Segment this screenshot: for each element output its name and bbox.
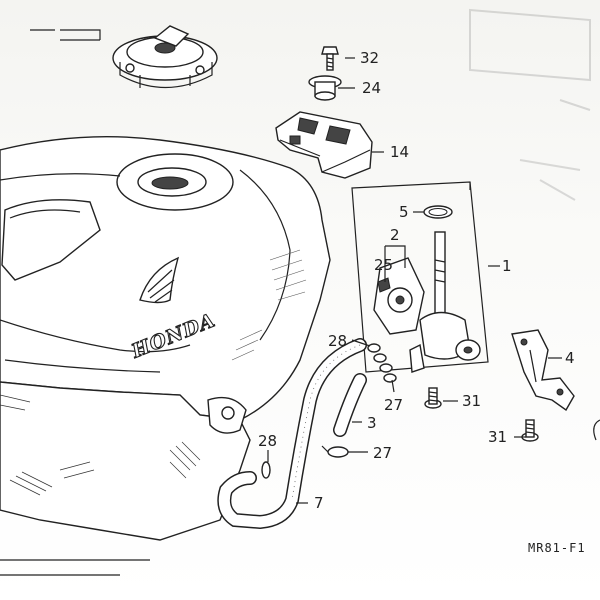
callout-14: 14 [390,143,409,161]
callout-3: 3 [367,414,377,432]
callout-32: 32 [360,49,379,67]
clip-28-lower [261,461,271,479]
hose-7 [217,338,367,530]
callout-7: 7 [314,494,324,512]
bolt-32 [321,46,339,71]
leader-lines [60,29,562,504]
fuel-valve-1 [373,231,481,373]
bolt-31-valve [424,387,442,409]
bracket-14 [275,111,373,179]
fuel-cap-assembly [30,25,218,88]
callout-5: 5 [399,203,409,221]
callout-24: 24 [362,79,381,97]
edge-part-fragment [593,419,600,441]
oring-5 [423,205,453,219]
bolt-31-bracket [521,419,539,442]
clip-27-lower [321,445,349,458]
callout-1: 1 [502,257,512,275]
fuel-tank [0,135,331,576]
callout-28-lower: 28 [258,432,277,450]
hose-3 [333,373,367,437]
callout-27-lower: 27 [373,444,392,462]
callout-31-bracket: 31 [488,428,507,446]
callout-28-upper: 28 [328,332,347,350]
callout-27-upper: 27 [384,396,403,414]
collar-24 [308,75,342,101]
bleed-through-marks [469,8,591,201]
hose-clips-upper [367,343,397,383]
callout-25: 25 [374,256,393,274]
bracket-4 [511,329,575,412]
callout-4: 4 [565,349,575,367]
wing-emblem [139,256,180,304]
callout-31-valve: 31 [462,392,481,410]
fuel-valve-assembly-frame [351,181,489,373]
callout-2: 2 [390,226,400,244]
drawing-code: MR81-F1 [528,541,586,555]
